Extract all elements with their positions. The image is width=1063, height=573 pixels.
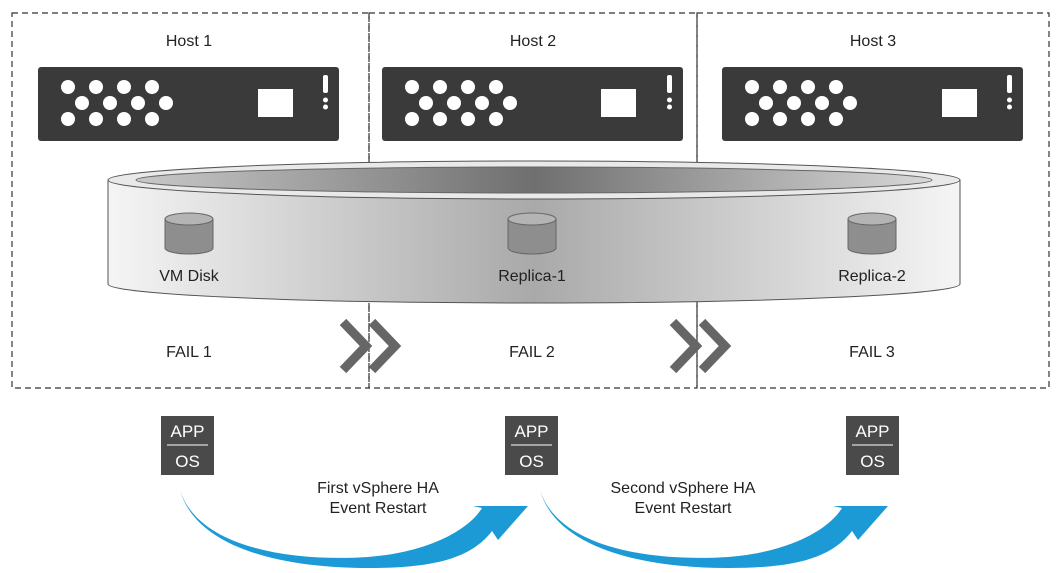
failover-chevron-2-icon <box>669 318 732 374</box>
vm-1-box: APP OS <box>161 416 214 475</box>
vm-1-os-label: OS <box>175 452 200 471</box>
vm-2-box: APP OS <box>505 416 558 475</box>
host-3-box <box>696 12 1050 389</box>
host-2-title: Host 2 <box>510 33 556 50</box>
second-restart-caption-line2: Event Restart <box>635 500 732 517</box>
host-3-title: Host 3 <box>850 33 896 50</box>
vm-3-box: APP OS <box>846 416 899 475</box>
vm-3-os-label: OS <box>860 452 885 471</box>
fail-2-label: FAIL 2 <box>509 344 555 361</box>
first-restart-caption-line2: Event Restart <box>330 500 427 517</box>
server-2-icon <box>382 67 683 141</box>
second-restart-arrow-icon <box>540 490 888 568</box>
replica-2-label: Replica-2 <box>838 268 906 285</box>
vm-disk-icon <box>164 212 214 255</box>
replica-1-label: Replica-1 <box>498 268 566 285</box>
replica-1-disk-icon <box>507 212 557 255</box>
failover-chevron-1-icon <box>339 318 402 374</box>
vm-2-os-label: OS <box>519 452 544 471</box>
replica-2-disk-icon <box>847 212 897 255</box>
first-restart-arrow-icon <box>180 490 528 568</box>
fail-1-label: FAIL 1 <box>166 344 212 361</box>
vm-disk-label: VM Disk <box>159 268 220 285</box>
shared-datastore-ring <box>107 160 961 304</box>
vm-2-app-label: APP <box>514 422 548 441</box>
host-1-title: Host 1 <box>166 33 212 50</box>
server-1-icon <box>38 67 339 141</box>
first-restart-caption-line1: First vSphere HA <box>317 480 439 497</box>
fail-3-label: FAIL 3 <box>849 344 895 361</box>
vm-3-app-label: APP <box>855 422 889 441</box>
server-3-icon <box>722 67 1023 141</box>
second-restart-caption-line1: Second vSphere HA <box>611 480 756 497</box>
vm-1-app-label: APP <box>170 422 204 441</box>
